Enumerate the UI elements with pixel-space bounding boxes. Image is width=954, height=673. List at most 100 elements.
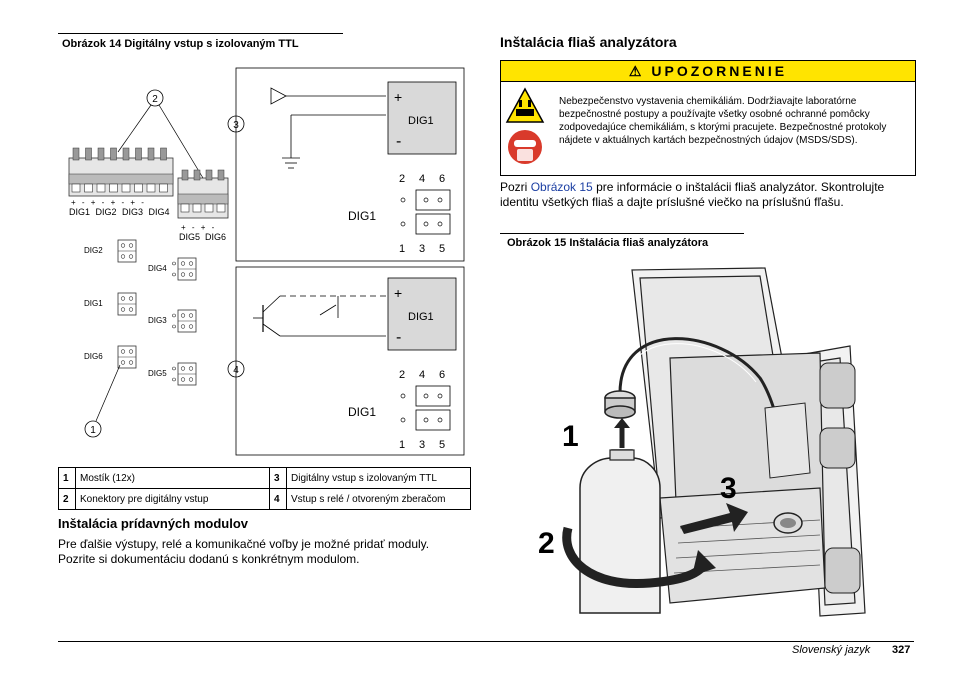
jumper-pin — [180, 313, 186, 318]
legend-num: 3 — [269, 467, 287, 489]
connector-label: DIG2 — [96, 207, 117, 217]
legend-text: Mostík (12x) — [75, 467, 270, 489]
jumper-label: DIG5 — [148, 369, 167, 378]
legend-text: Vstup s relé / otvoreným zberačom — [286, 488, 471, 510]
digital-input-connector-1-4 — [68, 147, 174, 197]
connector-label: DIG3 — [122, 207, 143, 217]
connector-pin — [135, 147, 142, 161]
pin-number: 3 — [419, 243, 425, 255]
jumper-pin — [120, 349, 126, 354]
board-label: DIG1 — [408, 115, 434, 127]
connector-pin — [147, 147, 155, 161]
section-title-modules: Inštalácia prídavných modulov — [58, 516, 248, 531]
legend-num: 4 — [269, 488, 287, 510]
figure14-top-rule — [58, 33, 343, 34]
ttl-panel — [235, 67, 465, 262]
step-3-label: 3 — [720, 472, 737, 505]
connector-terminal — [159, 183, 168, 193]
connector-pin — [181, 169, 189, 181]
figure15-caption: Obrázok 15 Inštalácia fliaš analyzátora — [507, 237, 709, 249]
pin-number: 6 — [439, 173, 445, 185]
connector-label: DIG1 — [69, 207, 90, 217]
pin-number: 3 — [419, 439, 425, 451]
step-2-label: 2 — [538, 527, 555, 560]
connector-terminal — [84, 183, 93, 193]
connector-label: DIG5 — [179, 232, 200, 242]
callout-1 — [84, 420, 102, 438]
jumper-label: DIG4 — [148, 264, 167, 273]
jumper-label: DIG1 — [84, 299, 103, 308]
legend-row: 2 Konektory pre digitálny vstup 4 Vstup … — [58, 488, 471, 510]
pin-number: 1 — [399, 243, 405, 255]
footer-language: Slovenský jazyk — [792, 644, 871, 656]
jumper-pin — [188, 377, 194, 382]
pin-jumper — [415, 409, 451, 431]
pin-jumper — [415, 385, 451, 407]
minus-sign: - — [396, 133, 401, 150]
warning-text: Nebezpečenstvo vystavenia chemikáliám. D… — [559, 96, 887, 146]
arrow-up-icon — [614, 418, 630, 448]
jumper-pin — [180, 261, 186, 266]
pin-number: 5 — [439, 243, 445, 255]
jumper-pin — [188, 313, 194, 318]
jumper-pin — [120, 254, 126, 259]
connector-pin — [85, 147, 92, 161]
connector-pin — [160, 147, 167, 161]
connector-pin — [205, 169, 213, 181]
warning-header: ⚠ UPOZORNENIE — [501, 61, 915, 82]
jumper-pin — [128, 307, 134, 312]
pin-number: 4 — [419, 173, 425, 185]
relay-panel — [235, 266, 465, 456]
jumper-pin — [120, 307, 126, 312]
jumper-pin — [180, 366, 186, 371]
connector-pin — [72, 147, 80, 161]
jumper-pin — [128, 296, 134, 301]
jumper-pin — [180, 272, 186, 277]
figure14-caption: Obrázok 14 Digitálny vstup s izolovaným … — [62, 38, 299, 50]
callout-1-label: 1 — [90, 425, 96, 436]
pin-number: 5 — [439, 439, 445, 451]
bottle-installation-illustration: 1 2 3 — [538, 267, 866, 617]
jumper-pin — [120, 296, 126, 301]
side-label: DIG1 — [348, 405, 376, 419]
board-label: DIG1 — [408, 311, 434, 323]
connector-terminal — [180, 203, 190, 213]
legend-row: 1 Mostík (12x) 3 Digitálny vstup s izolo… — [58, 467, 471, 489]
bottle-cap — [604, 390, 636, 419]
pin-number: 2 — [399, 369, 405, 381]
hazard-icons — [505, 87, 545, 164]
hinges — [819, 362, 861, 594]
protective-equipment-icon — [508, 130, 542, 164]
section-body-modules: Pre ďalšie výstupy, relé a komunikačné v… — [58, 537, 430, 566]
jumper-pin — [188, 324, 194, 329]
corrosive-hazard-icon — [505, 87, 545, 123]
legend-text: Konektory pre digitálny vstup — [75, 488, 270, 510]
plus-sign: + — [394, 285, 402, 301]
step-1-label: 1 — [562, 420, 579, 453]
jumper-pin — [120, 360, 126, 365]
jumper-pin — [188, 272, 194, 277]
figure14-legend: 1 Mostík (12x) 3 Digitálny vstup s izolo… — [58, 467, 471, 510]
connector-pin — [217, 169, 225, 181]
legend-num: 2 — [58, 488, 76, 510]
jumper-pin — [128, 243, 134, 248]
jumper-label: DIG3 — [148, 316, 167, 325]
figure15-link[interactable]: Obrázok 15 — [530, 180, 593, 194]
jumper-pin — [120, 243, 126, 248]
pin-number: 2 — [399, 173, 405, 185]
warning-box: ⚠ UPOZORNENIE Nebezpečenstvo vystavenia … — [500, 60, 916, 176]
pin-number: 4 — [419, 369, 425, 381]
warning-triangle-icon: ⚠ — [628, 63, 645, 79]
jumper-pin — [180, 377, 186, 382]
connector-label: DIG6 — [205, 232, 226, 242]
jumper-pin — [188, 261, 194, 266]
arrow-right-icon — [680, 503, 748, 534]
footer-rule — [58, 641, 914, 642]
legend-num: 1 — [58, 467, 76, 489]
jumper-label: DIG2 — [84, 246, 103, 255]
jumper-pin — [180, 324, 186, 329]
connector-terminal — [121, 183, 131, 193]
pin-jumper — [415, 189, 451, 211]
